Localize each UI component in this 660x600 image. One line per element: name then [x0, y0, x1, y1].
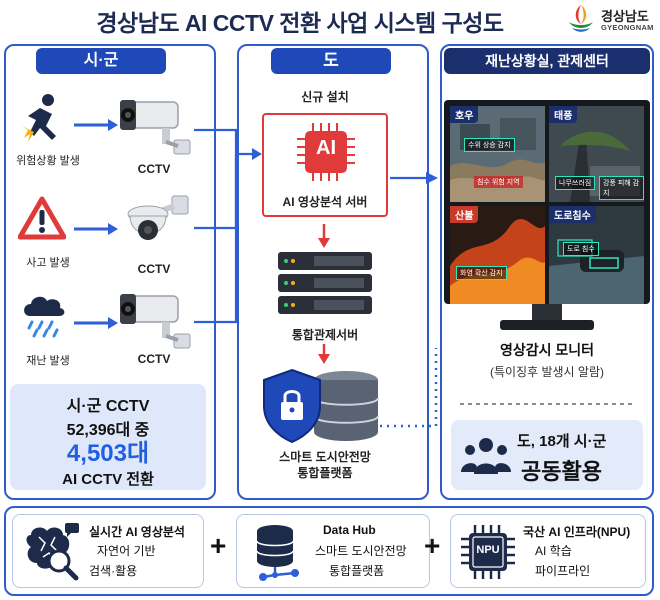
logo-sub: GYEONGNAM	[601, 23, 654, 32]
tile-note: 도로 침수	[563, 242, 599, 256]
tile-note: 강풍 피해 감지	[599, 176, 644, 200]
ai-chip-icon	[297, 123, 355, 181]
server-rack-icon	[278, 252, 372, 314]
event-label-disaster: 재난 발생	[26, 355, 70, 367]
dome-camera-icon	[127, 195, 189, 240]
tile-note: 침수 위험 지역	[474, 176, 523, 188]
platform-label-2: 통합플랫폼	[297, 466, 353, 480]
shared-use-line2: 공동활용	[521, 459, 602, 484]
tile-tag-rain: 호우	[450, 106, 479, 123]
ai-server-label: AI 영상분석 서버	[282, 195, 368, 209]
tile-note: 화염 확산 감지	[456, 266, 507, 280]
shared-use-line1: 도, 18개 시·군	[517, 433, 607, 450]
event-label-danger: 위험상황 발생	[16, 155, 80, 167]
tile-tag-road-flood: 도로침수	[549, 206, 596, 223]
stats-highlight: 4,503대	[66, 440, 150, 467]
platform-label-1: 스마트 도시안전망	[279, 450, 371, 464]
gyeongnam-logo: 경상남도 GYEONGNAM	[565, 2, 657, 36]
stats-line2: 52,396대 중	[66, 422, 150, 439]
feature-line-hub-1: 스마트 도시안전망	[315, 544, 407, 558]
integrated-server-label: 통합관제서버	[291, 328, 359, 342]
cctv-stats-box: 시·군 CCTV 52,396대 중 4,503대 AI CCTV 전환	[10, 384, 206, 490]
feature-line-ai-2: 검색·활용	[89, 564, 138, 578]
arrow-right-icon	[74, 223, 118, 235]
feature-card-ai-analysis: 실시간 AI 영상분석 자연어 기반 검색·활용	[12, 514, 204, 588]
brain-search-icon	[26, 523, 79, 581]
feature-title-npu: 국산 AI 인프라(NPU)	[523, 525, 631, 539]
feature-line-npu-1: AI 학습	[535, 544, 572, 558]
stats-line1: 시·군 CCTV	[66, 398, 150, 415]
feature-card-data-hub: Data Hub 스마트 도시안전망 통합플랫폼	[236, 514, 430, 588]
monitor-caption: 영상감시 모니터 (특이징후 발생시 알람)	[444, 340, 650, 380]
tile-tag-typhoon: 태풍	[549, 106, 578, 123]
people-group-icon	[461, 438, 511, 474]
rain-cloud-icon	[24, 296, 65, 338]
tile-note: 나무쓰러짐	[555, 176, 596, 190]
plus-sign-2: +	[424, 530, 441, 561]
tile-note: 수위 상승 감지	[464, 138, 515, 152]
monitor-tile-rain: 호우 수위 상승 감지 침수 위험 지역	[450, 106, 545, 202]
cctv-label-2: CCTV	[137, 262, 171, 276]
page-title: 경상남도 AI CCTV 전환 사업 시스템 구성도	[96, 10, 504, 36]
logo-name: 경상남도	[601, 9, 649, 24]
arrow-right-icon	[74, 317, 118, 329]
province-header: 도	[271, 48, 391, 74]
feature-title-hub: Data Hub	[323, 523, 376, 537]
secure-database-icon	[263, 368, 379, 444]
warning-icon	[18, 196, 66, 240]
feature-line-npu-2: 파이프라인	[535, 564, 591, 578]
feature-line-hub-2: 통합플랫폼	[329, 564, 385, 578]
ai-chip-text: AI	[316, 137, 336, 159]
tile-tag-wildfire: 산불	[450, 206, 479, 223]
npu-chip-text: NPU	[476, 544, 500, 556]
data-hub-icon	[256, 525, 299, 581]
bullet-camera-icon	[120, 294, 191, 349]
shared-use-box: 도, 18개 시·군 공동활용	[451, 420, 643, 490]
monitor-tile-wildfire: 산불 화염 확산 감지	[450, 206, 545, 304]
city-header: 시·군	[36, 48, 166, 74]
new-install-label: 신규 설치	[301, 90, 349, 104]
stats-line4: AI CCTV 전환	[62, 471, 154, 488]
monitor-title: 영상감시 모니터	[499, 342, 595, 358]
plus-sign-1: +	[210, 530, 227, 561]
feature-card-npu: NPU 국산 AI 인프라(NPU) AI 학습 파이프라인	[450, 514, 646, 588]
bullet-camera-icon	[120, 100, 191, 155]
feature-line-ai-1: 자연어 기반	[97, 544, 156, 558]
danger-person-icon	[22, 94, 56, 142]
cctv-label-3: CCTV	[137, 352, 171, 366]
ai-server-box: AI AI 영상분석 서버	[262, 113, 388, 217]
npu-chip-icon	[461, 525, 515, 579]
monitor-tile-road-flood: 도로침수 도로 침수	[549, 206, 644, 304]
cctv-label-1: CCTV	[137, 162, 171, 176]
feature-title-ai: 실시간 AI 영상분석	[89, 525, 185, 539]
monitor-tile-typhoon: 태풍 나무쓰러짐 강풍 피해 감지	[549, 106, 644, 202]
event-label-accident: 사고 발생	[26, 257, 70, 269]
logo-mark-icon	[569, 5, 593, 32]
center-header: 재난상황실, 관제센터	[444, 48, 650, 74]
arrow-right-icon	[74, 119, 118, 131]
monitor-subtitle: (특이징후 발생시 알람)	[489, 365, 605, 379]
